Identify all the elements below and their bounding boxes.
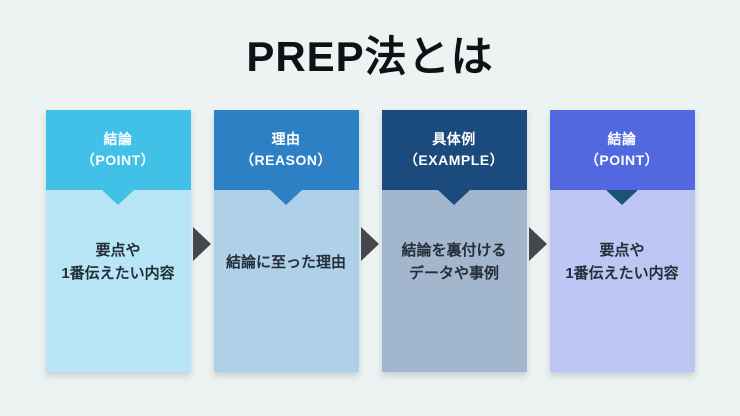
step-description-line: 結論を裏付ける: [401, 242, 507, 259]
steps-row: 結論 （POINT） 要点や 1番伝えたい内容 理由 （REASON） 結論に至…: [0, 110, 740, 372]
step-description-line: 結論に至った理由: [225, 253, 346, 271]
right-arrow-icon: [193, 227, 211, 261]
step-description: 要点や 1番伝えたい内容: [550, 190, 695, 372]
step-description: 結論を裏付ける データや事例: [382, 190, 527, 372]
step-romaji: （EXAMPLE）: [403, 152, 505, 168]
right-arrow-icon: [529, 227, 547, 261]
step-description-line: 1番伝えたい内容: [61, 265, 175, 282]
step-label: 具体例: [432, 131, 476, 147]
arrow-gap: [527, 110, 550, 372]
step-label: 結論: [103, 131, 133, 147]
step-romaji: （POINT）: [80, 152, 156, 168]
notch-down-triangle-icon: [438, 190, 470, 205]
step-header: 結論 （POINT）: [45, 110, 191, 190]
notch-down-triangle-icon: [606, 190, 638, 205]
notch-down-triangle-icon: [102, 190, 134, 205]
page-title: PREP法とは: [246, 33, 494, 80]
prep-step-card-point-2: 結論 （POINT） 要点や 1番伝えたい内容: [549, 110, 695, 372]
arrow-gap: [359, 110, 382, 372]
step-romaji: （REASON）: [240, 152, 332, 168]
step-description: 結論に至った理由: [214, 190, 359, 372]
prep-step-card-example: 具体例 （EXAMPLE） 結論を裏付ける データや事例: [381, 110, 527, 372]
prep-step-card-point-1: 結論 （POINT） 要点や 1番伝えたい内容: [45, 110, 191, 372]
step-description-line: 要点や: [599, 242, 645, 259]
notch-down-triangle-icon: [270, 190, 302, 205]
step-description: 要点や 1番伝えたい内容: [46, 190, 191, 372]
step-header: 具体例 （EXAMPLE）: [381, 110, 527, 190]
step-description-line: 要点や: [95, 242, 141, 259]
step-label: 理由: [271, 131, 301, 147]
arrow-gap: [191, 110, 214, 372]
right-arrow-icon: [361, 227, 379, 261]
step-label: 結論: [607, 131, 637, 147]
prep-step-card-reason: 理由 （REASON） 結論に至った理由: [213, 110, 359, 372]
step-description-line: 1番伝えたい内容: [565, 265, 679, 282]
step-description-line: データや事例: [408, 265, 499, 282]
step-header: 結論 （POINT）: [549, 110, 695, 190]
step-romaji: （POINT）: [584, 152, 660, 168]
step-header: 理由 （REASON）: [213, 110, 359, 190]
